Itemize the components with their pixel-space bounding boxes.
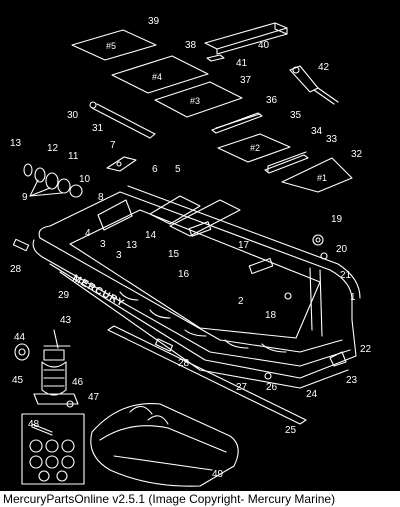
callout-28[interactable]: 28 (178, 358, 190, 369)
callout-44[interactable]: 44 (14, 332, 26, 343)
callout-36[interactable]: 36 (266, 95, 278, 106)
callout-18[interactable]: 18 (265, 310, 277, 321)
panel-label-3: #3 (190, 96, 200, 106)
oar-handle[interactable] (289, 65, 339, 105)
callout-12[interactable]: 12 (47, 143, 59, 154)
callout-7[interactable]: 7 (110, 140, 116, 151)
callout-48[interactable]: 48 (28, 419, 40, 430)
callout-35[interactable]: 35 (290, 110, 302, 121)
brand-label: MERCURY (71, 273, 127, 310)
callout-45[interactable]: 45 (12, 375, 24, 386)
clip-part[interactable] (206, 54, 225, 62)
carry-bag[interactable] (90, 403, 239, 487)
callout-39[interactable]: 39 (148, 16, 160, 27)
plug-28-top[interactable] (12, 238, 30, 252)
callout-1[interactable]: 1 (350, 292, 356, 303)
rub-strake[interactable] (107, 325, 307, 425)
callout-31[interactable]: 31 (92, 123, 104, 134)
callout-6[interactable]: 6 (152, 164, 158, 175)
callout-47[interactable]: 47 (88, 392, 100, 403)
callout-38[interactable]: 38 (185, 40, 197, 51)
callout-10[interactable]: 10 (79, 174, 91, 185)
inflatable-boat-hull[interactable]: MERCURY (32, 185, 361, 389)
floor-panel-4[interactable]: #4 (111, 55, 209, 94)
panel-label-4: #4 (152, 72, 162, 82)
callout-24[interactable]: 24 (306, 389, 318, 400)
callout-19[interactable]: 19 (331, 214, 343, 225)
callout-9[interactable]: 9 (22, 192, 28, 203)
callout-37[interactable]: 37 (240, 75, 252, 86)
floor-panel-3[interactable]: #3 (154, 81, 243, 118)
panel-label-2: #2 (250, 143, 260, 153)
panel-label-1: #1 (317, 173, 327, 183)
foot-pump[interactable] (14, 329, 79, 408)
callout-13[interactable]: 13 (10, 138, 22, 149)
callout-46[interactable]: 46 (72, 377, 84, 388)
floor-panel-2[interactable]: #2 (217, 133, 291, 163)
callout-4[interactable]: 4 (85, 228, 91, 239)
callout-32[interactable]: 32 (351, 149, 363, 160)
floor-stringer-36[interactable] (211, 112, 263, 134)
callout-23[interactable]: 23 (346, 375, 358, 386)
valve-assembly[interactable] (23, 163, 83, 198)
transom-rail[interactable] (204, 22, 288, 55)
repair-kit[interactable] (21, 413, 85, 485)
callout-5[interactable]: 5 (175, 164, 181, 175)
callout-11[interactable]: 11 (68, 151, 79, 162)
callout-3[interactable]: 3 (116, 250, 122, 261)
seat-pad[interactable] (106, 156, 137, 172)
parts-diagram: #5 #4 #3 #2 (10, 16, 372, 487)
keel-bar[interactable] (89, 101, 156, 139)
callout-34[interactable]: 34 (311, 126, 323, 137)
callout-26[interactable]: 26 (266, 382, 278, 393)
callout-20[interactable]: 20 (336, 244, 348, 255)
callout-27[interactable]: 27 (236, 382, 248, 393)
callout-43[interactable]: 43 (60, 315, 72, 326)
callout-14[interactable]: 14 (145, 230, 157, 241)
callout-42[interactable]: 42 (318, 62, 330, 73)
callout-25[interactable]: 25 (285, 425, 297, 436)
callout-8[interactable]: 8 (98, 192, 104, 203)
callout-16[interactable]: 16 (178, 269, 190, 280)
callout-13[interactable]: 13 (126, 240, 138, 251)
floor-panel-5[interactable]: #5 (71, 29, 157, 61)
callout-30[interactable]: 30 (67, 110, 79, 121)
image-caption: MercuryPartsOnline v2.5.1 (Image Copyrig… (0, 491, 400, 507)
callout-28[interactable]: 28 (10, 264, 22, 275)
plug-28-bottom[interactable] (154, 338, 174, 352)
callout-3[interactable]: 3 (100, 239, 106, 250)
callout-2[interactable]: 2 (238, 296, 244, 307)
callout-33[interactable]: 33 (326, 134, 338, 145)
callout-41[interactable]: 41 (236, 58, 248, 69)
panel-label-5: #5 (106, 41, 116, 51)
callout-40[interactable]: 40 (258, 40, 270, 51)
callout-49[interactable]: 49 (212, 469, 224, 480)
callout-15[interactable]: 15 (168, 249, 180, 260)
callout-17[interactable]: 17 (238, 240, 250, 251)
callout-22[interactable]: 22 (360, 344, 372, 355)
floor-stringer-34[interactable] (264, 151, 309, 174)
callout-29[interactable]: 29 (58, 290, 70, 301)
floor-panel-1[interactable]: #1 (281, 157, 353, 193)
callout-21[interactable]: 21 (340, 270, 352, 281)
